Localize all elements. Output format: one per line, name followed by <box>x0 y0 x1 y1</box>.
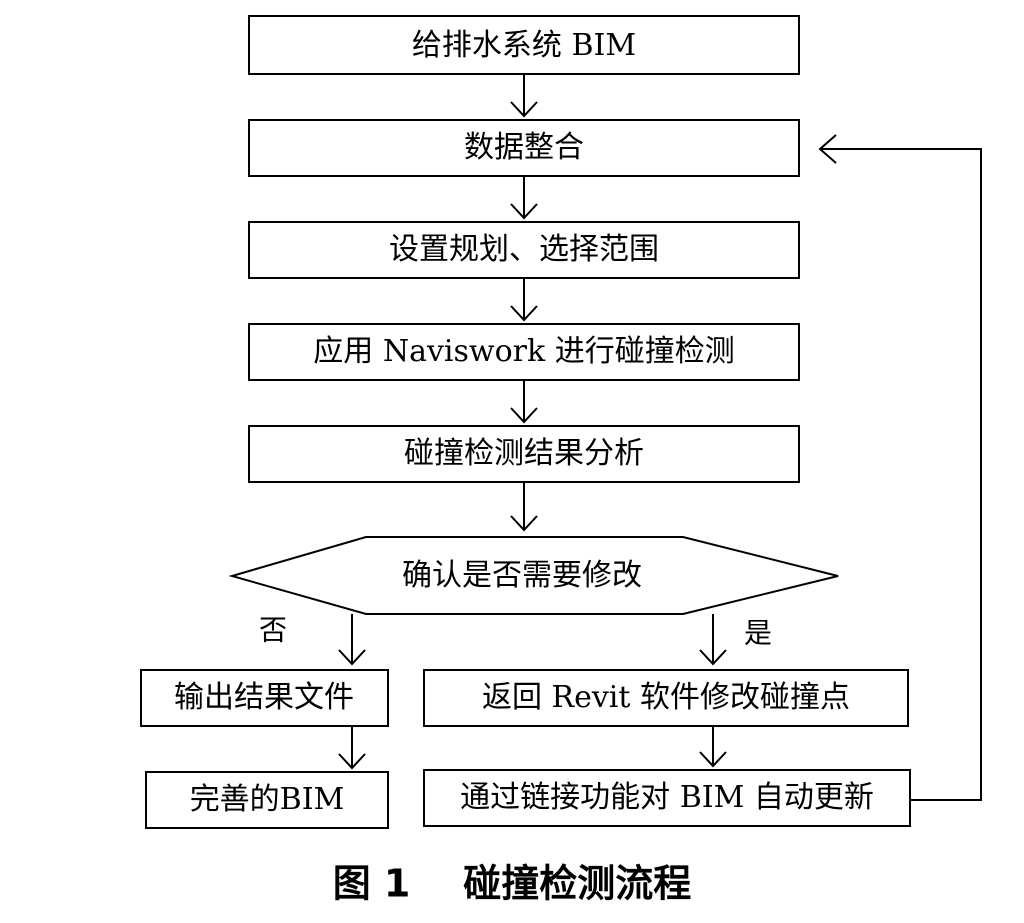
node-result-analysis-label: 碰撞检测结果分析 <box>404 436 644 471</box>
arrow-decision-to-output <box>338 614 366 666</box>
arrow-revit-to-update <box>699 726 727 768</box>
node-decision: 确认是否需要修改 <box>228 536 839 615</box>
arrow-check-to-analysis <box>510 380 538 424</box>
node-data-integration: 数据整合 <box>248 119 800 177</box>
node-output-files: 输出结果文件 <box>140 669 389 727</box>
arrow-update-to-integration <box>818 134 982 801</box>
branch-yes-label: 是 <box>744 617 772 650</box>
node-revit-fix: 返回 Revit 软件修改碰撞点 <box>423 669 909 727</box>
arrow-integration-to-rules <box>510 176 538 220</box>
node-bim-model-label: 给排水系统 BIM <box>412 28 636 63</box>
node-decision-label: 确认是否需要修改 <box>402 558 642 593</box>
node-final-bim-label: 完善的BIM <box>190 782 345 817</box>
arrow-output-to-final <box>338 726 366 770</box>
node-set-rules: 设置规划、选择范围 <box>248 221 800 279</box>
node-auto-update-label: 通过链接功能对 BIM 自动更新 <box>460 780 874 815</box>
arrow-bim-to-integration <box>510 74 538 118</box>
node-result-analysis: 碰撞检测结果分析 <box>248 425 800 483</box>
node-navisworks-check: 应用 Naviswork 进行碰撞检测 <box>248 323 800 381</box>
node-navisworks-check-label: 应用 Naviswork 进行碰撞检测 <box>313 334 734 369</box>
node-output-files-label: 输出结果文件 <box>174 680 354 715</box>
node-final-bim: 完善的BIM <box>145 771 389 829</box>
figure-caption: 图 1 碰撞检测流程 <box>333 862 692 906</box>
node-auto-update: 通过链接功能对 BIM 自动更新 <box>423 769 911 827</box>
node-bim-model: 给排水系统 BIM <box>248 15 800 75</box>
node-data-integration-label: 数据整合 <box>464 130 584 165</box>
arrow-analysis-to-decision <box>510 482 538 532</box>
arrow-rules-to-check <box>510 278 538 322</box>
node-revit-fix-label: 返回 Revit 软件修改碰撞点 <box>482 680 850 715</box>
branch-no-label: 否 <box>259 614 287 647</box>
node-set-rules-label: 设置规划、选择范围 <box>389 232 659 267</box>
arrow-decision-to-revit <box>699 614 727 666</box>
